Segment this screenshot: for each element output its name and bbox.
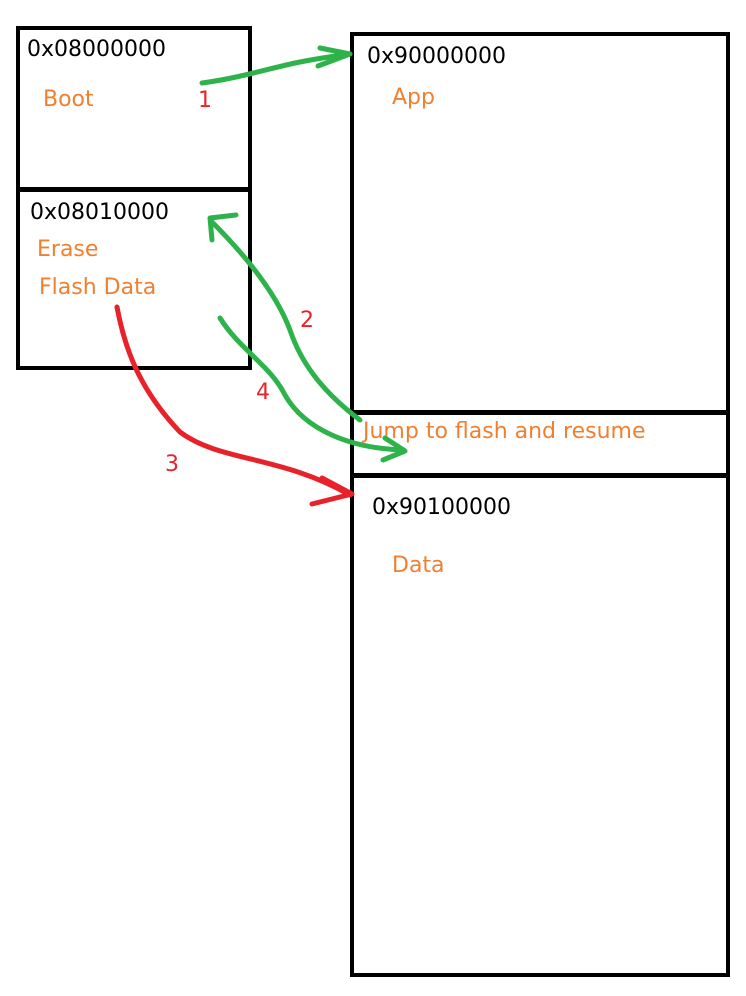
step-4-number: 4 bbox=[256, 380, 270, 405]
erase-label: Erase bbox=[37, 237, 99, 262]
jump-label: Jump to flash and resume bbox=[363, 419, 646, 444]
step-3-number: 3 bbox=[165, 452, 179, 477]
boot-label: Boot bbox=[43, 87, 94, 112]
boot-address: 0x08000000 bbox=[27, 37, 166, 62]
step-2-number: 2 bbox=[300, 308, 314, 333]
arrow-2-head bbox=[207, 212, 239, 243]
app-address: 0x90000000 bbox=[367, 44, 506, 69]
arrow-4-head bbox=[380, 435, 408, 463]
arrow-3-flash-to-data bbox=[114, 304, 353, 498]
step-1-number: 1 bbox=[198, 88, 212, 113]
erase-address: 0x08010000 bbox=[30, 200, 169, 225]
arrow-1-head bbox=[315, 45, 353, 69]
flash-data-label: Flash Data bbox=[39, 275, 157, 300]
arrow-1-boot-to-app bbox=[199, 51, 353, 86]
arrow-3-head bbox=[309, 475, 355, 507]
data-region-box bbox=[350, 473, 730, 977]
data-label: Data bbox=[392, 553, 445, 578]
app-label: App bbox=[392, 85, 435, 110]
arrow-2-jump-to-erase bbox=[209, 219, 363, 423]
arrow-4-erase-to-jump bbox=[217, 315, 405, 453]
data-address: 0x90100000 bbox=[372, 495, 511, 520]
